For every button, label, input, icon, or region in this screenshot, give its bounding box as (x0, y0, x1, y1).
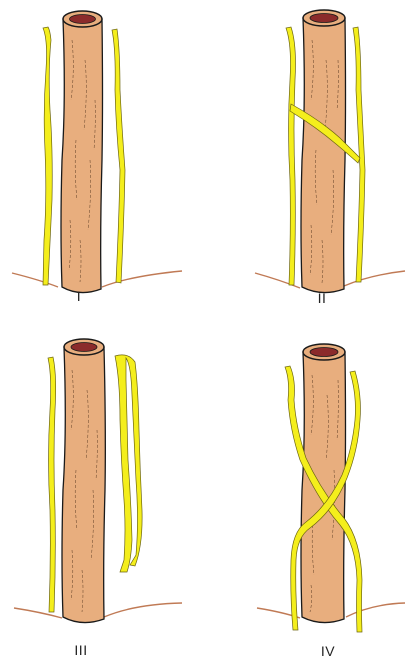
panel-label-2: II (318, 290, 327, 306)
vessel-lumen (310, 348, 338, 357)
nerve-right-group (115, 355, 142, 572)
panel-4 (257, 344, 405, 632)
nerve-left (43, 27, 52, 285)
vessel-body (61, 19, 103, 293)
nerve-right (112, 29, 125, 283)
panel-3 (14, 339, 182, 623)
vessel-body (62, 347, 105, 623)
panel-label-3: III (74, 642, 87, 658)
nerve-left (286, 27, 296, 285)
vessel-lumen (310, 14, 338, 23)
panel-2 (255, 10, 405, 293)
panel-label-4: IV (321, 643, 335, 659)
vessel-body (301, 18, 346, 293)
panel-1 (12, 11, 182, 293)
panel-label-1: I (77, 288, 81, 304)
vessel-lumen (70, 15, 96, 24)
nerve-left (48, 357, 56, 612)
vessel-lumen (71, 343, 97, 352)
